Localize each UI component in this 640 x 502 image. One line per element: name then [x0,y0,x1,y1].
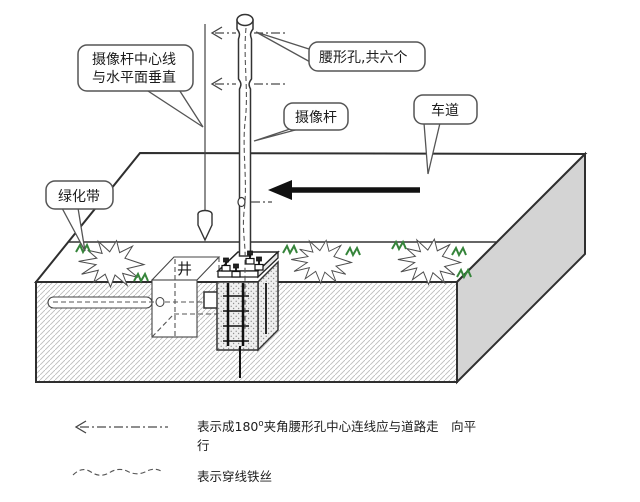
callout-tail [255,31,313,65]
pole-top-cap [236,13,254,27]
pole-waist-hole [237,196,246,208]
legend-dashdot-text-line2: 行 [197,438,210,453]
callout-text: 与水平面垂直 [92,69,176,86]
traffic-direction-arrow [268,180,420,200]
green-grass-mark [391,239,407,252]
plumb-line-assembly [197,24,213,242]
legend-row-alignment: 表示成180o夹角腰形孔中心连线应与道路走 向平 行 [74,419,476,453]
well-hidden-edge [151,313,175,338]
cable-well: 井 [150,256,221,338]
callout-pole-centerline: 摄像杆中心线 与水平面垂直 [77,44,204,128]
camera-pole [236,13,254,330]
green-belt-plants [75,238,472,288]
well-label: 井 [177,260,192,278]
legend-wire-text: 表示穿线铁丝 [197,469,272,484]
left-arrow-icon [210,77,223,91]
callout-box [77,44,194,92]
callout-lane: 车道 [413,94,478,175]
callout-text: 车道 [431,102,459,119]
green-grass-mark [451,245,467,258]
callout-camera-pole: 摄像杆 [253,102,349,142]
green-grass-mark [345,245,361,258]
green-grass-mark [456,267,472,280]
left-arrow-icon [210,26,223,40]
callout-text: 绿化带 [58,189,100,205]
callout-box [45,180,114,210]
left-arrow-icon [74,420,87,434]
foundation-front-face [216,281,259,351]
arrow-head [268,180,292,200]
legend-row-wire: 表示穿线铁丝 [72,468,272,484]
legend-wire-line [72,468,162,476]
green-grass-mark [75,242,91,255]
callout-green-belt: 绿化带 [45,180,114,252]
conduit-pipe-end [155,296,165,308]
callout-box [413,94,478,125]
callout-text: 摄像杆 [295,110,337,126]
green-grass-mark [282,243,298,256]
legend-dashdot-text: 表示成180o夹角腰形孔中心连线应与道路走 向平 [197,419,476,434]
plumb-bob [197,214,213,242]
callout-text: 腰形孔,共六个 [319,50,407,66]
anchor-cage [223,283,267,346]
callout-waist-holes: 腰形孔,共六个 [255,31,426,72]
threading-wire [242,27,247,330]
legend: 表示成180o夹角腰形孔中心连线应与道路走 向平 行 表示穿线铁丝 [72,419,476,484]
callout-box [283,102,349,131]
green-grass-mark [133,271,149,284]
callout-text: 摄像杆中心线 [92,52,176,68]
callout-box [308,41,426,72]
